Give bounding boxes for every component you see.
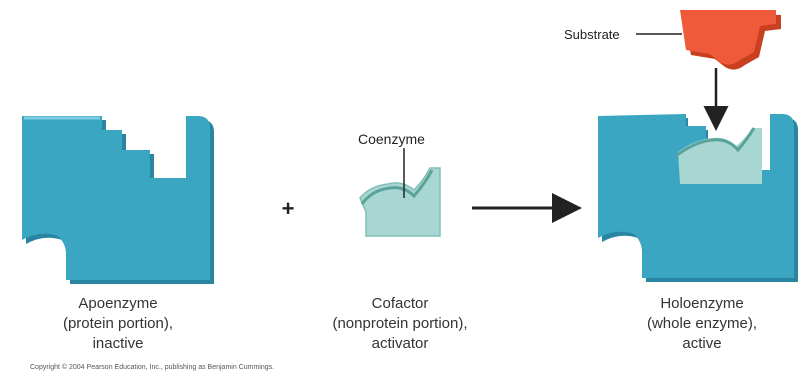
apoenzyme-title: Apoenzyme [78,295,158,312]
holoenzyme-title: Holoenzyme [660,295,744,312]
holoenzyme-shape [598,114,798,282]
holoenzyme-description: (whole enzyme), [646,315,758,332]
holoenzyme-state: active [682,335,722,352]
apoenzyme-description: (protein portion), [62,315,174,332]
substrate-label: Substrate [564,27,620,42]
substrate-shape [680,10,781,70]
apoenzyme-state: inactive [92,335,144,352]
holoenzyme-caption: Holoenzyme (whole enzyme), active [612,294,792,354]
cofactor-title: Cofactor [371,295,429,312]
apoenzyme-shape [22,116,214,284]
apoenzyme-caption: Apoenzyme (protein portion), inactive [28,294,208,354]
copyright-notice: Copyright © 2004 Pearson Education, Inc.… [30,364,275,371]
cofactor-state: activator [371,335,429,352]
cofactor-description: (nonprotein portion), [332,315,468,332]
cofactor-caption: Cofactor (nonprotein portion), activator [300,294,500,354]
plus-sign: + [282,196,295,221]
coenzyme-label: Coenzyme [358,131,425,147]
coenzyme-shape [359,167,441,237]
